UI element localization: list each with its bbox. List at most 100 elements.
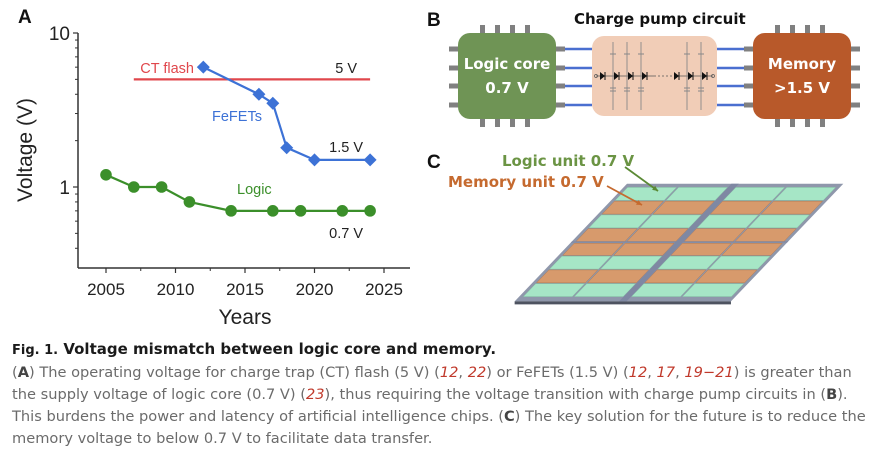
y-tick-label: 1 — [59, 178, 70, 199]
chart-series — [100, 60, 377, 217]
logic-unit-cell — [773, 187, 837, 201]
series-label-logic: Logic — [237, 182, 272, 198]
data-point-logic — [128, 181, 140, 193]
horizontal-bus-divider — [570, 241, 789, 243]
logic-unit-cell — [639, 214, 702, 229]
logic-chip-pin — [449, 102, 458, 108]
logic-chip-pin — [449, 46, 458, 52]
data-point-logic — [155, 181, 168, 193]
citation-link[interactable]: 23 — [305, 386, 325, 403]
caption-text: ) or FeFETs (1.5 V) ( — [486, 364, 629, 381]
logic-chip-pin — [525, 25, 530, 33]
charge-pump-diagram: Charge pump circuit Logic core 0.7 V Mem… — [420, 0, 875, 150]
logic-chip-pin — [556, 102, 565, 108]
unified-voltage-chip-diagram: Logic unit 0.7 V Memory unit 0.7 V — [420, 145, 875, 315]
data-point-fefets — [252, 87, 266, 101]
logic-unit-cell — [630, 283, 694, 297]
data-point-logic — [267, 205, 279, 217]
diode-icon — [688, 72, 693, 80]
panel-reference: A — [17, 364, 29, 381]
logic-chip-pin — [449, 65, 458, 71]
diode-icon — [628, 72, 633, 80]
diode-icon — [614, 72, 619, 80]
series-label-fefets: FeFETs — [212, 109, 262, 125]
memory-chip-pin — [775, 119, 780, 127]
memory-unit-cell — [760, 200, 824, 215]
data-point-logic — [364, 205, 376, 217]
diode-icon — [600, 72, 605, 80]
caption-text: , — [675, 364, 685, 381]
citation-link[interactable]: 22 — [467, 364, 487, 381]
end-label-logic: 0.7 V — [329, 226, 363, 242]
logic-core-label: Logic core — [463, 55, 551, 73]
citation-link[interactable]: 17 — [656, 364, 676, 381]
citation-link[interactable]: 12 — [628, 364, 648, 381]
memory-unit-cell — [644, 269, 707, 284]
x-tick-label: 2025 — [365, 280, 403, 299]
memory-unit-cell — [670, 243, 732, 256]
logic-chip-pin — [480, 25, 485, 33]
logic-unit-label: Logic unit 0.7 V — [502, 152, 635, 170]
diode-icon — [702, 72, 707, 80]
caption-text: ). This burdens the power and latency of… — [12, 386, 848, 425]
data-point-logic — [100, 169, 112, 181]
data-point-fefets — [196, 60, 210, 74]
memory-chip-pin — [851, 83, 860, 89]
data-point-logic — [336, 205, 349, 217]
memory-unit-cell — [613, 243, 675, 256]
logic-chip-pin — [480, 119, 485, 127]
memory-unit-arrow-head — [636, 200, 642, 205]
x-tick-label: 2005 — [87, 280, 125, 299]
panel-reference: B — [826, 386, 838, 403]
logic-unit-cell — [747, 214, 810, 229]
memory-chip-pin — [775, 25, 780, 33]
memory-label: Memory — [767, 55, 837, 73]
data-point-fefets — [280, 141, 294, 155]
logic-chip-pin — [510, 119, 515, 127]
x-axis-title: Years — [219, 306, 272, 329]
caption-text: ) The key solution for the future is to … — [12, 408, 866, 447]
citation-link[interactable]: 19−21 — [684, 364, 734, 381]
memory-unit-cell — [652, 200, 715, 215]
logic-unit-cell — [600, 255, 663, 270]
end-label-fefets: 1.5 V — [329, 140, 363, 156]
memory-unit-cell — [586, 269, 650, 284]
citation-link[interactable]: 12 — [439, 364, 459, 381]
caption-text: , — [647, 364, 657, 381]
data-point-fefets — [266, 96, 280, 110]
memory-unit-cell — [601, 200, 664, 215]
y-tick-label: 10 — [49, 24, 70, 45]
logic-unit-cell — [665, 187, 729, 201]
caption-text: , — [458, 364, 468, 381]
series-line-fefets — [202, 66, 371, 161]
memory-voltage: >1.5 V — [774, 79, 830, 97]
diode-icon — [674, 72, 679, 80]
logic-core-voltage: 0.7 V — [485, 79, 529, 97]
panel-label-c: C — [427, 152, 441, 173]
diode-icon — [642, 72, 647, 80]
memory-unit-label: Memory unit 0.7 V — [448, 173, 604, 191]
logic-core-chip: Logic core 0.7 V — [458, 33, 556, 119]
end-label-ct-flash: 5 V — [335, 61, 357, 77]
memory-unit-cell — [535, 269, 599, 284]
memory-chip-pin — [744, 83, 753, 89]
x-tick-label: 2015 — [226, 280, 264, 299]
caption-body: (A) The operating voltage for charge tra… — [12, 362, 872, 450]
memory-chip-pin — [820, 119, 825, 127]
chip-grid — [514, 166, 844, 305]
logic-unit-cell — [722, 187, 786, 201]
memory-chip-pin — [744, 102, 753, 108]
memory-chip-pin — [790, 25, 795, 33]
series-label-ct-flash: CT flash — [140, 61, 194, 77]
chip-pins-and-bus — [449, 25, 860, 127]
memory-chip-pin — [851, 102, 860, 108]
memory-unit-cell — [721, 243, 783, 256]
figure-number: Fig. 1. — [12, 343, 59, 358]
memory-unit-cell — [695, 269, 758, 284]
panel-label-a: A — [18, 7, 32, 28]
chip-substrate-edge — [514, 301, 731, 305]
logic-unit-arrow — [624, 166, 659, 192]
data-point-logic — [294, 205, 307, 217]
